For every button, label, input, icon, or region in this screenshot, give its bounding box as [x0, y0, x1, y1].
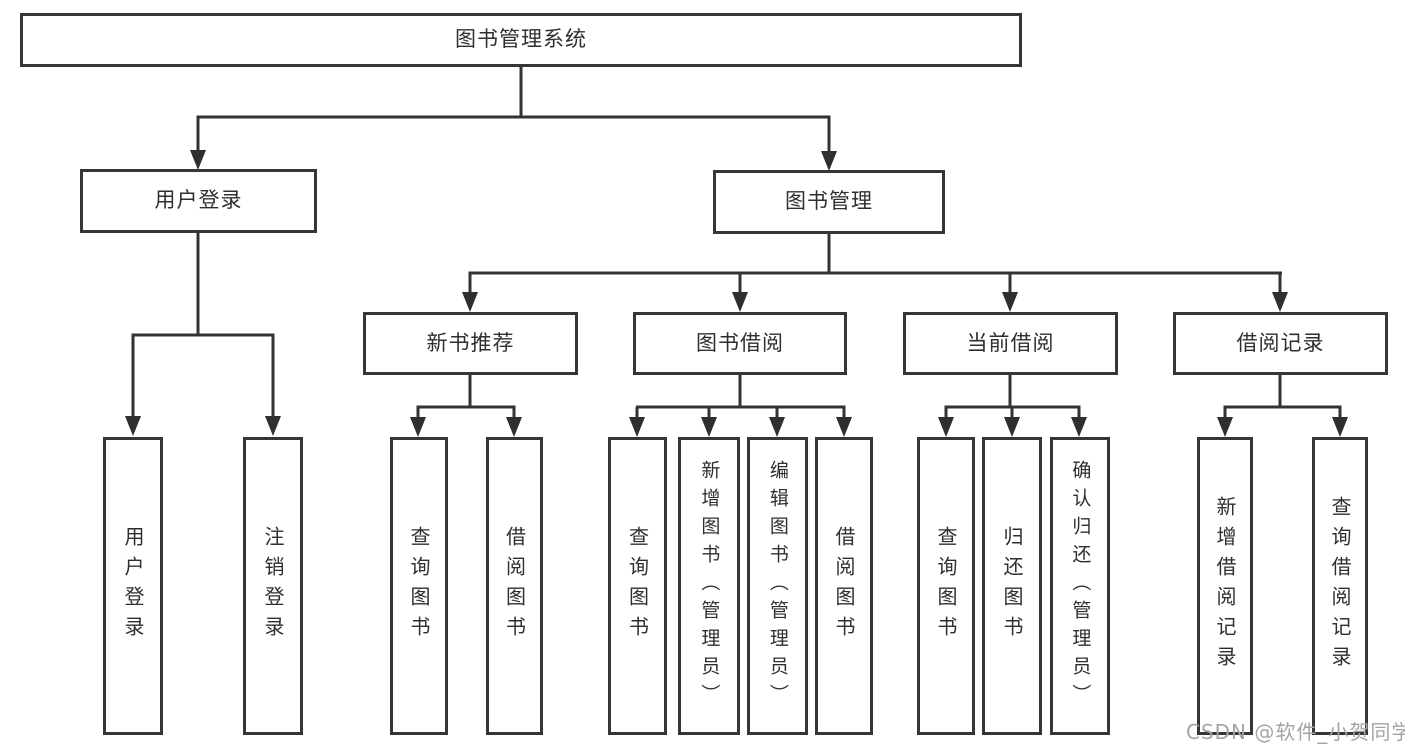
csdn-watermark: CSDN @软件_小贺同学 — [1186, 720, 1405, 744]
leaf-logout: 注销登录 — [243, 437, 303, 735]
leaf-return-books: 归还图书 — [982, 437, 1042, 735]
leaf-query-borrow-record: 查询借阅记录 — [1312, 437, 1368, 735]
leaf-query-books-current: 查询图书 — [917, 437, 975, 735]
leaf-borrow-books-recommend: 借阅图书 — [486, 437, 543, 735]
node-root-system: 图书管理系统 — [20, 13, 1022, 67]
node-book-management: 图书管理 — [713, 170, 945, 234]
leaf-confirm-return-admin: 确认归还（管理员） — [1050, 437, 1110, 735]
node-new-book-recommend: 新书推荐 — [363, 312, 578, 375]
node-current-borrow: 当前借阅 — [903, 312, 1118, 375]
node-book-borrow: 图书借阅 — [633, 312, 847, 375]
leaf-query-books-borrow: 查询图书 — [608, 437, 667, 735]
leaf-borrow-books: 借阅图书 — [815, 437, 873, 735]
leaf-query-books-recommend: 查询图书 — [390, 437, 448, 735]
leaf-add-books-admin: 新增图书（管理员） — [678, 437, 740, 735]
node-user-login: 用户登录 — [80, 169, 317, 233]
node-borrow-records: 借阅记录 — [1173, 312, 1388, 375]
leaf-user-login: 用户登录 — [103, 437, 163, 735]
leaf-add-borrow-record: 新增借阅记录 — [1197, 437, 1253, 735]
leaf-edit-books-admin: 编辑图书（管理员） — [747, 437, 808, 735]
